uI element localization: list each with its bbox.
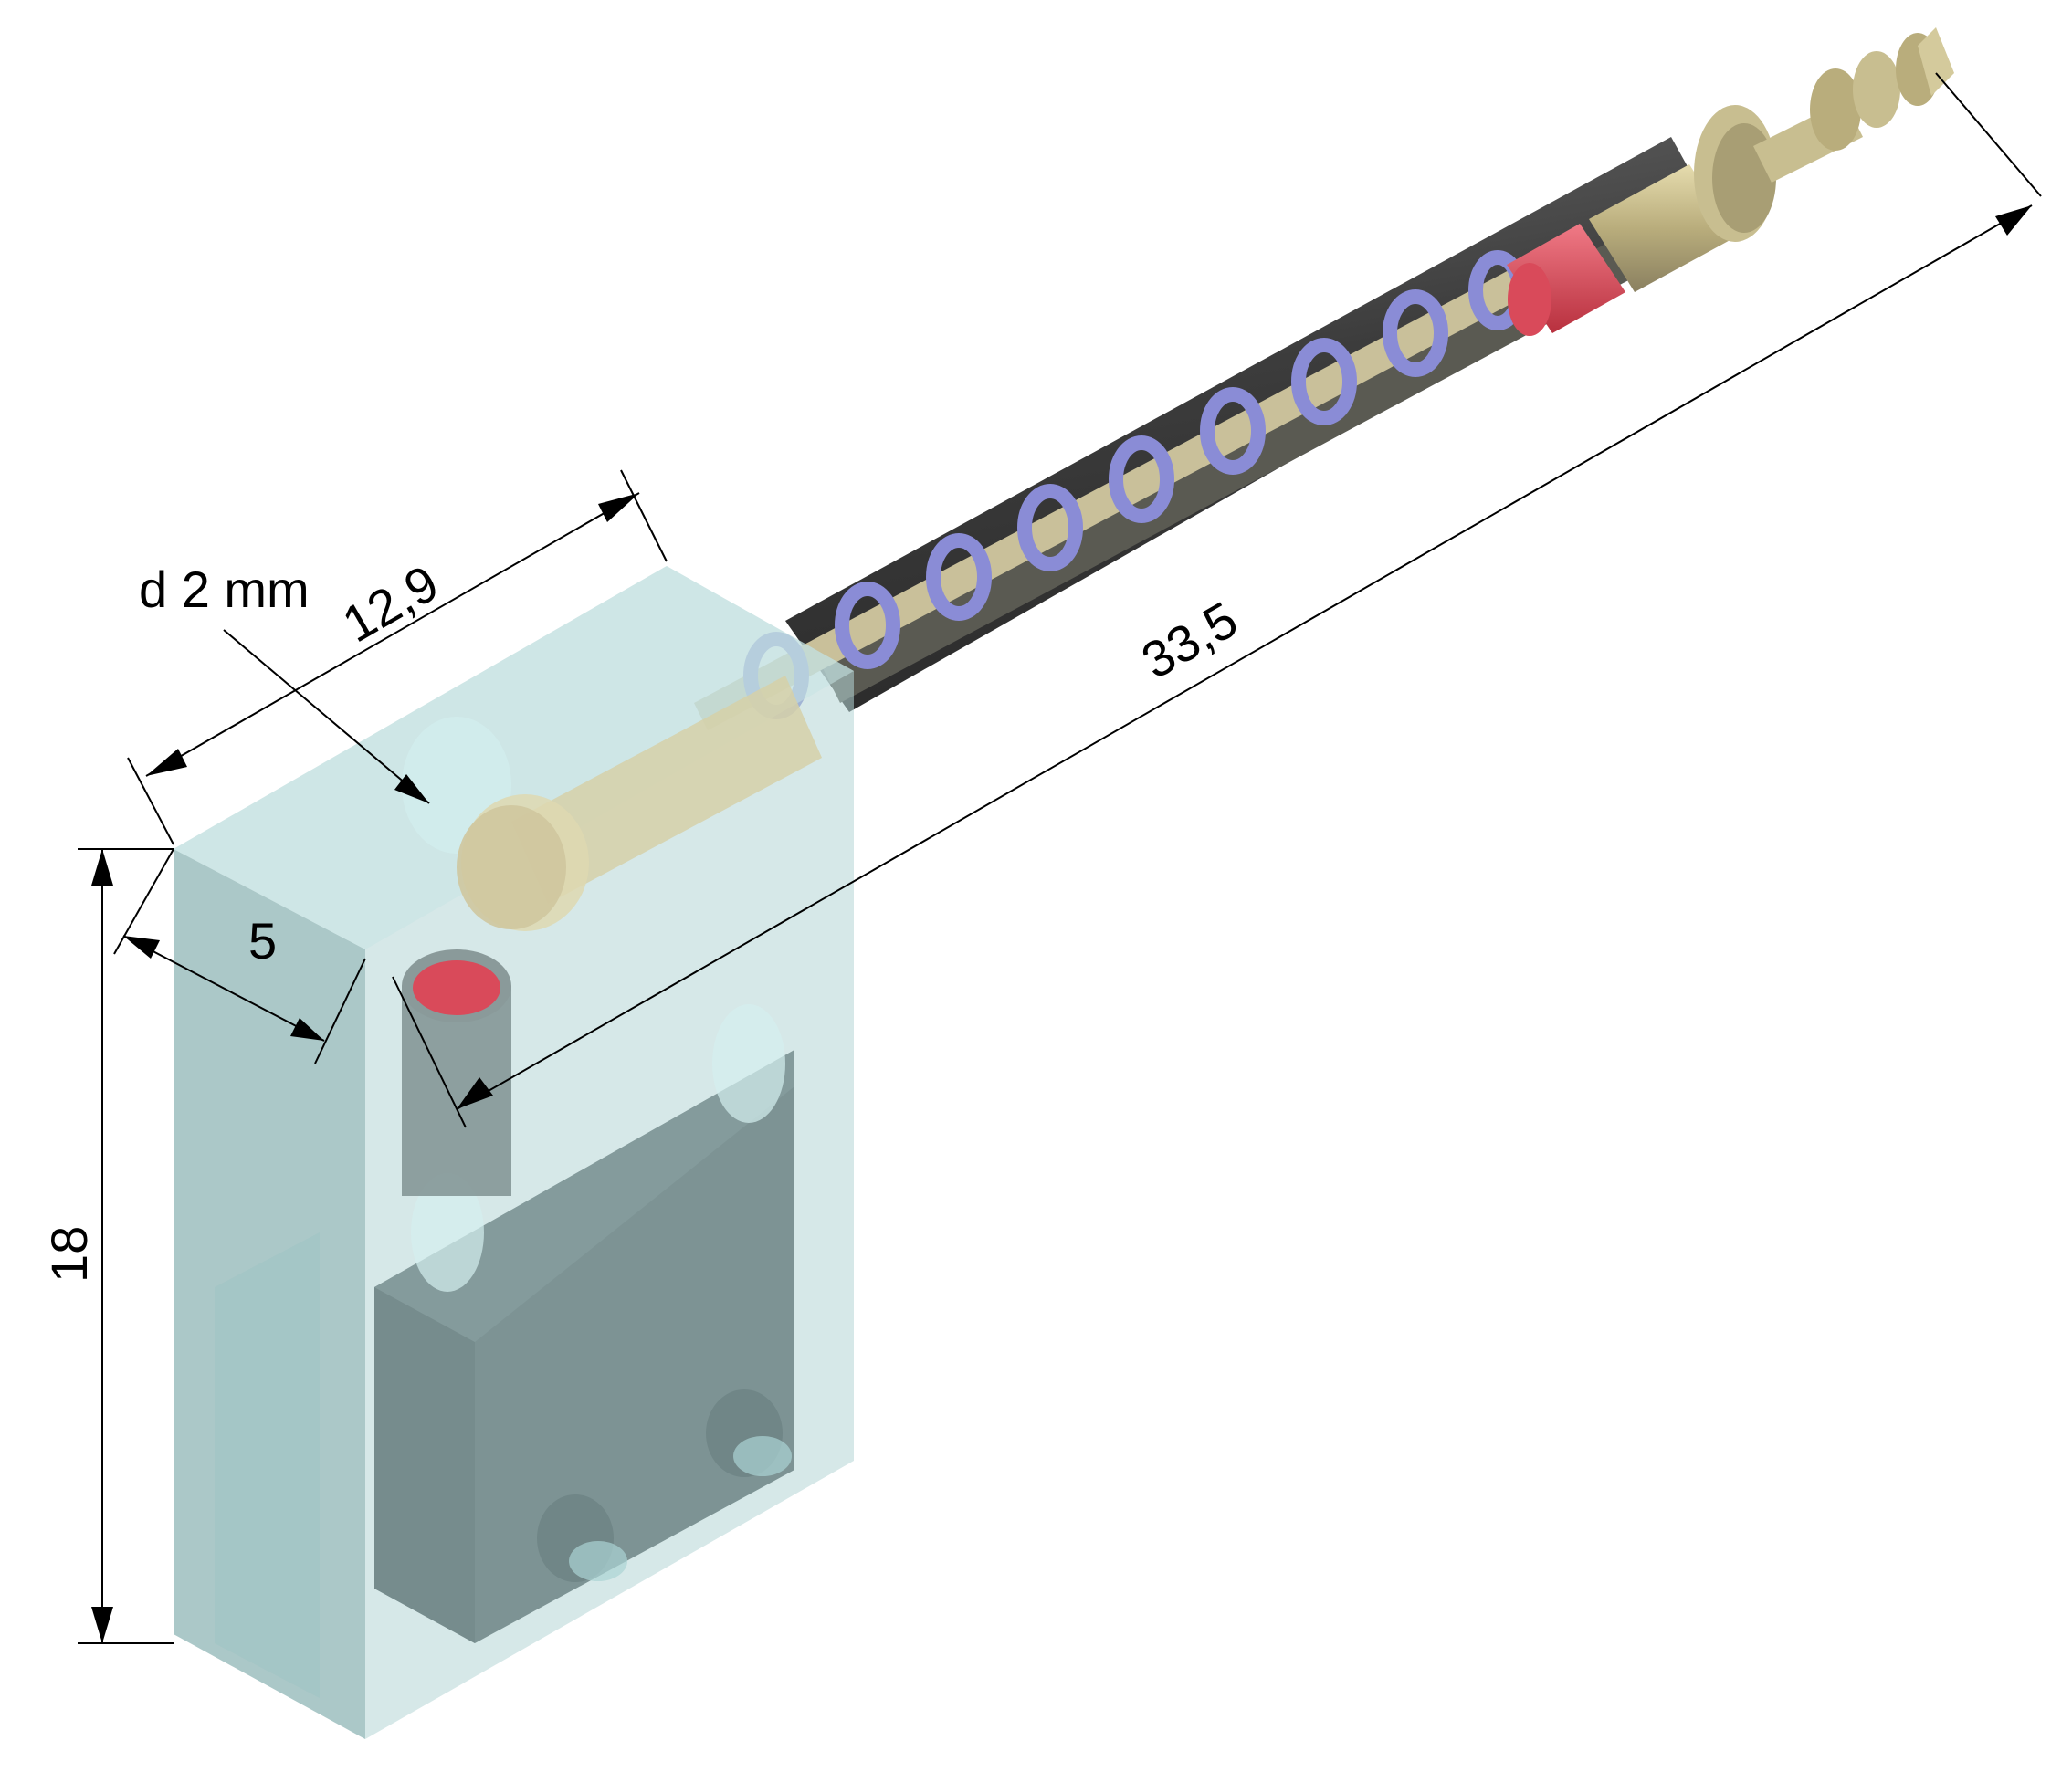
- hole-diameter-label: d 2 mm: [139, 561, 310, 618]
- width-label: 12,9: [333, 553, 448, 653]
- transparent-block: [174, 566, 854, 1739]
- dimensions: [78, 72, 2042, 1644]
- tube-assembly: [694, 27, 1954, 730]
- height-label: 18: [40, 1226, 98, 1283]
- brass-fitting: [1589, 27, 1954, 292]
- seal-ring: [1507, 224, 1625, 336]
- piston-head: [457, 676, 822, 931]
- vertical-pin: [402, 949, 511, 1196]
- length-label: 33,5: [1132, 590, 1247, 689]
- depth-label: 5: [248, 912, 277, 970]
